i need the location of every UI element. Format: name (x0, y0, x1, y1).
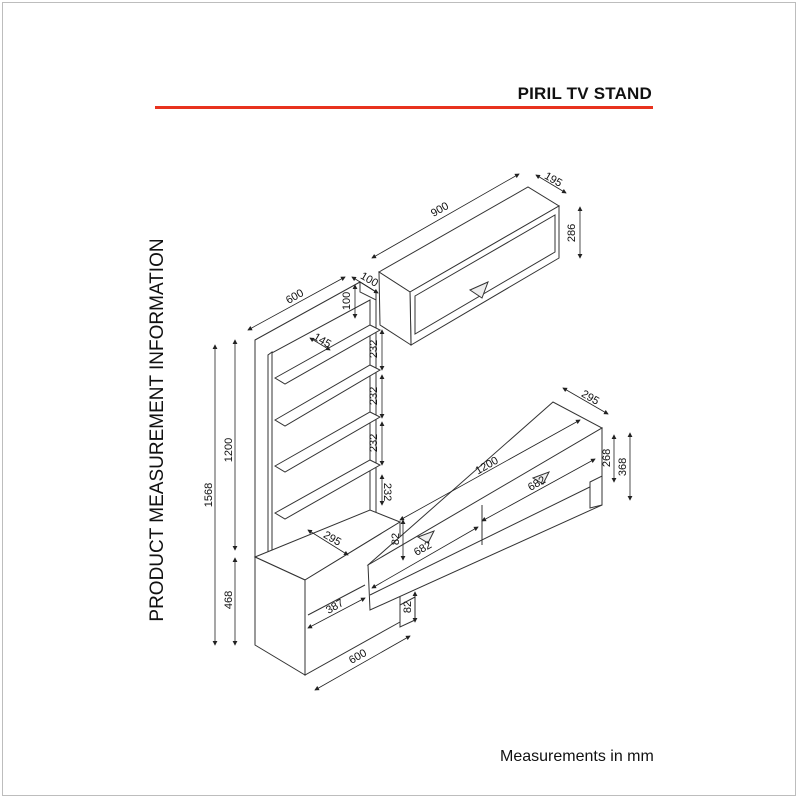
dim-cabinet-height: 468 (223, 591, 235, 609)
dim-wall-cabinet-width: 900 (429, 200, 451, 220)
dim-lower-gap: 82 (402, 601, 414, 613)
dim-tv-stand-depth: 295 (579, 388, 601, 408)
handle-icon (468, 281, 489, 299)
dim-tv-stand-total-height: 368 (617, 458, 629, 476)
bookshelf (254, 281, 382, 561)
dim-bookshelf-upper-height: 1200 (223, 438, 235, 462)
dim-total-height: 1568 (203, 483, 215, 507)
page-title: PIRIL TV STAND (517, 84, 652, 103)
dim-tv-stand-body-height: 268 (601, 449, 613, 467)
dim-shelf-spacing-4: 232 (381, 483, 393, 501)
dim-shelf-spacing-2: 232 (368, 387, 380, 405)
wall-cabinet (378, 186, 560, 346)
dim-bookshelf-top-offset: 100 (341, 292, 353, 310)
title-underline (155, 106, 653, 109)
dim-wall-cabinet-depth: 195 (542, 170, 564, 190)
dim-wall-cabinet-height: 286 (566, 224, 578, 242)
dim-shelf-spacing-1: 232 (368, 340, 380, 358)
dim-shelf-spacing-3: 232 (368, 434, 380, 452)
tv-stand (366, 401, 604, 628)
dimension-lines (212, 173, 633, 691)
units-note: Measurements in mm (500, 748, 654, 765)
dim-bookshelf-width: 600 (284, 287, 306, 307)
dim-tv-stand-leg-gap: 82 (390, 533, 402, 545)
